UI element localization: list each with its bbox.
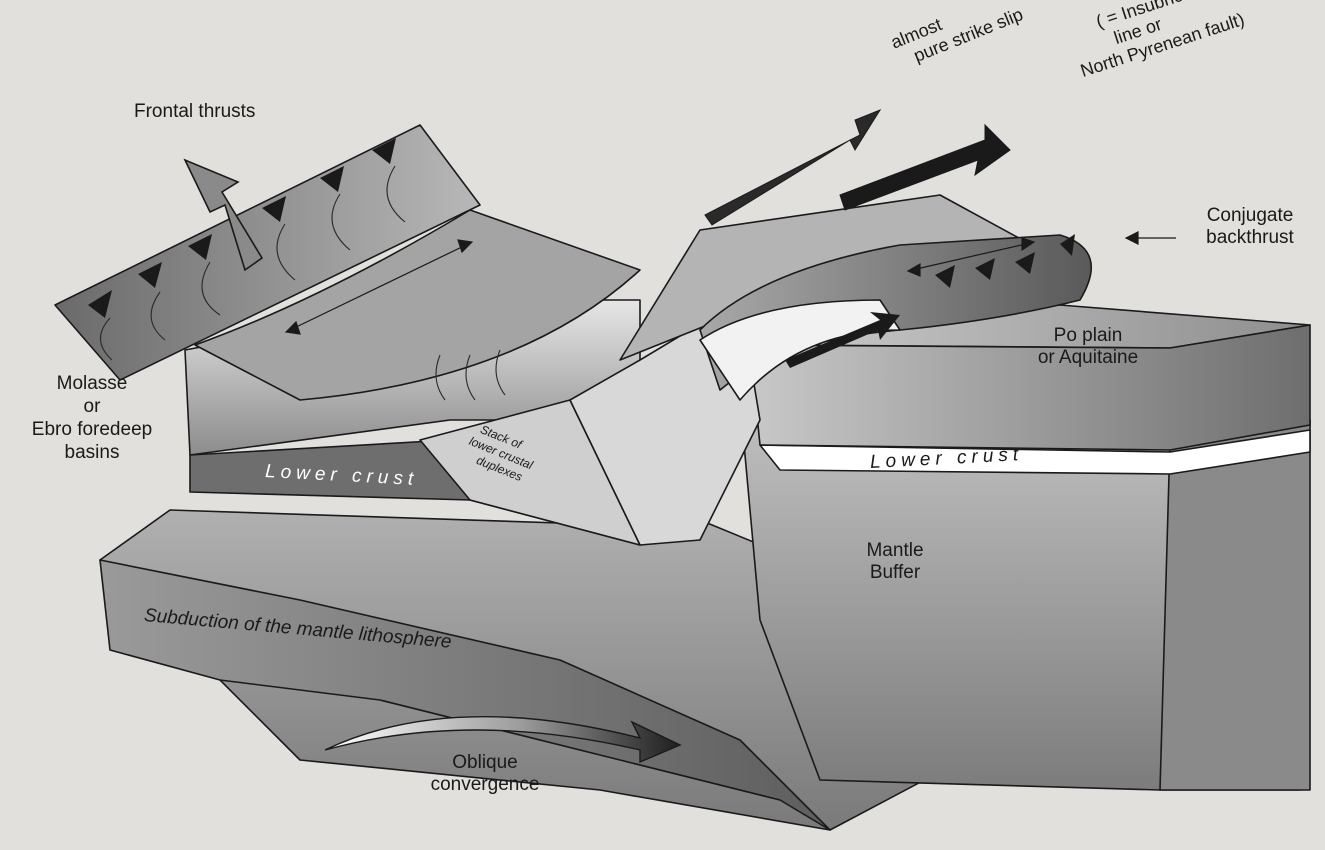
mantle-buffer-line-1: Mantle <box>845 540 945 562</box>
po-plain-line-1: Po plain <box>1018 325 1158 347</box>
po-plain-line-2: or Aquitaine <box>1018 347 1158 369</box>
frontal-thrusts-label: Frontal thrusts <box>134 101 255 123</box>
conjugate-line-1: Conjugate <box>1180 205 1320 227</box>
oblique-line-2: convergence <box>420 774 550 796</box>
po-plain-label: Po plain or Aquitaine <box>1018 325 1158 369</box>
right-block-side <box>1160 420 1310 790</box>
mantle-buffer-label: Mantle Buffer <box>845 540 945 584</box>
conjugate-backthrust-label: Conjugate backthrust <box>1180 205 1320 249</box>
molasse-line-3: Ebro foredeep <box>2 418 182 441</box>
mantle-buffer-line-2: Buffer <box>845 562 945 584</box>
molasse-line-2: or <box>2 395 182 418</box>
oblique-line-1: Oblique <box>420 752 550 774</box>
oblique-convergence-label: Oblique convergence <box>420 752 550 796</box>
molasse-label: Molasse or Ebro foredeep basins <box>2 372 182 464</box>
molasse-line-4: basins <box>2 441 182 464</box>
molasse-line-1: Molasse <box>2 372 182 395</box>
conjugate-line-2: backthrust <box>1180 227 1320 249</box>
